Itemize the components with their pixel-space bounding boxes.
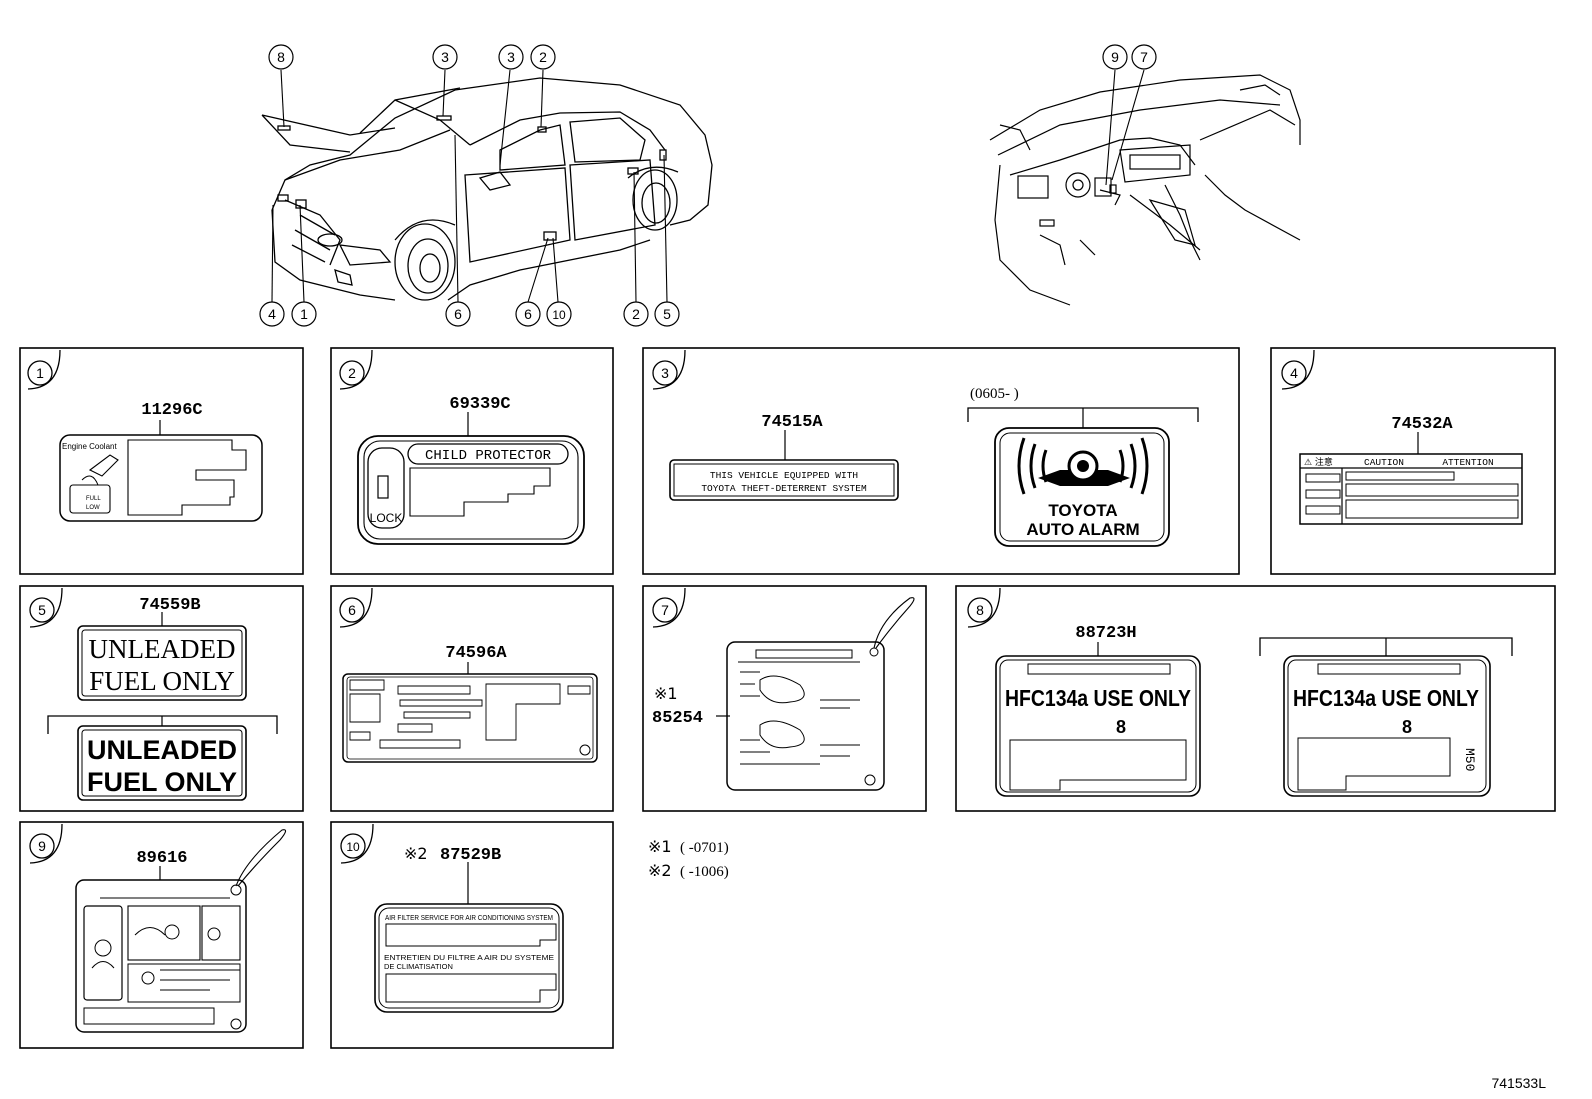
panel-10-label bbox=[374, 862, 564, 1013]
panel-5-part-number: 74559B bbox=[139, 596, 200, 615]
car-callout-leaders bbox=[271, 69, 668, 303]
panel-2-label bbox=[357, 412, 585, 545]
panel-5-label bbox=[47, 612, 278, 801]
panel-1-engine-coolant: Engine Coolant bbox=[62, 442, 117, 451]
callout-10: 10 bbox=[552, 308, 566, 322]
panel-1-full: FULL bbox=[86, 496, 101, 502]
panel-8-hfc-a: HFC134a USE ONLY bbox=[1005, 685, 1191, 711]
panel-3-line2: TOYOTA THEFT-DETERRENT SYSTEM bbox=[701, 483, 867, 494]
panel-8-oil-a: 8 bbox=[1116, 717, 1126, 737]
panel-5-fuel-only-a: FUEL ONLY bbox=[89, 666, 235, 696]
callout-5: 5 bbox=[663, 306, 671, 322]
panel-4-attention: ATTENTION bbox=[1442, 457, 1493, 468]
panel-3-alarm-toyota: TOYOTA bbox=[1048, 501, 1117, 520]
panel-7-part-number: 85254 bbox=[652, 709, 703, 728]
note-2-mark: ※2 bbox=[648, 861, 672, 880]
panel-2-child-protector: CHILD PROTECTOR bbox=[425, 448, 552, 464]
panel-8-part-number: 88723H bbox=[1075, 624, 1136, 643]
panel-5-index: 5 bbox=[38, 602, 46, 618]
panel-4-caution: CAUTION bbox=[1364, 457, 1404, 468]
callout-3b: 3 bbox=[507, 49, 515, 65]
panel-8-label bbox=[995, 637, 1513, 797]
panel-index-tabs bbox=[27, 349, 1315, 864]
panel-4-label bbox=[1299, 432, 1523, 525]
panel-10-en-text: AIR FILTER SERVICE FOR AIR CONDITIONING … bbox=[385, 915, 553, 922]
panel-5-fuel-only-b: FUEL ONLY bbox=[87, 767, 237, 797]
panel-7-mark: ※1 bbox=[654, 684, 678, 703]
panel-8-code: M50 bbox=[1462, 748, 1477, 771]
note-1-mark: ※1 bbox=[648, 837, 672, 856]
car-callouts bbox=[259, 44, 680, 327]
callout-6b: 6 bbox=[524, 306, 532, 322]
note-2-text: ( -1006) bbox=[680, 864, 729, 880]
callout-3a: 3 bbox=[441, 49, 449, 65]
panel-4-index: 4 bbox=[1290, 365, 1298, 381]
callout-7: 7 bbox=[1140, 49, 1148, 65]
panel-1-label bbox=[59, 420, 263, 522]
panel-3-range: (0605- ) bbox=[970, 386, 1019, 402]
panel-3-label bbox=[669, 407, 1199, 547]
panel-8-index: 8 bbox=[976, 602, 984, 618]
panel-9-index: 9 bbox=[38, 838, 46, 854]
interior-leaders bbox=[1105, 69, 1145, 186]
panel-3-alarm-auto: AUTO ALARM bbox=[1026, 520, 1139, 539]
callout-6a: 6 bbox=[454, 306, 462, 322]
panel-10-fr-text-1: ENTRETIEN DU FILTRE A AIR DU SYSTEME bbox=[384, 953, 554, 962]
panel-2-index: 2 bbox=[348, 365, 356, 381]
panel-1-low: LOW bbox=[86, 505, 100, 511]
panel-4-warn: ⚠ 注意 bbox=[1304, 456, 1333, 468]
panel-4-part-number: 74532A bbox=[1391, 415, 1453, 434]
panel-7-index: 7 bbox=[661, 602, 669, 618]
callout-4: 4 bbox=[268, 306, 276, 322]
note-1-text: ( -0701) bbox=[680, 840, 729, 856]
callout-8: 8 bbox=[277, 49, 285, 65]
panel-7-label bbox=[716, 597, 915, 791]
callout-2b: 2 bbox=[632, 306, 640, 322]
callout-1: 1 bbox=[300, 306, 308, 322]
panel-9-label bbox=[75, 829, 287, 1033]
diagram-code: 741533L bbox=[1491, 1075, 1546, 1091]
panel-3-line1: THIS VEHICLE EQUIPPED WITH bbox=[710, 470, 858, 481]
callout-9: 9 bbox=[1111, 49, 1119, 65]
panel-frames bbox=[19, 347, 1556, 1049]
panel-10-fr-text-2: DE CLIMATISATION bbox=[384, 962, 453, 971]
panel-9-part-number: 89616 bbox=[136, 849, 187, 868]
panel-6-part-number: 74596A bbox=[445, 644, 507, 663]
panel-10-part-number: 87529B bbox=[440, 846, 501, 865]
panel-6-label bbox=[342, 662, 598, 763]
callout-2a: 2 bbox=[539, 49, 547, 65]
panel-10-mark: ※2 bbox=[404, 844, 428, 863]
panel-5-unleaded-b: UNLEADED bbox=[87, 735, 237, 765]
panel-1-index: 1 bbox=[36, 365, 44, 381]
panel-5-unleaded-a: UNLEADED bbox=[89, 634, 236, 664]
panel-10-index: 10 bbox=[346, 840, 360, 854]
panel-6-index: 6 bbox=[348, 602, 356, 618]
panel-8-oil-b: 8 bbox=[1402, 717, 1412, 737]
car-interior-illustration bbox=[989, 74, 1301, 306]
panel-1-part-number: 11296C bbox=[141, 401, 202, 420]
panel-8-hfc-b: HFC134a USE ONLY bbox=[1293, 685, 1479, 711]
panel-3-part-number: 74515A bbox=[761, 413, 823, 432]
panel-3-index: 3 bbox=[661, 365, 669, 381]
car-exterior-illustration bbox=[261, 77, 713, 301]
panel-2-lock: LOCK bbox=[370, 511, 403, 525]
panel-2-part-number: 69339C bbox=[449, 395, 510, 414]
